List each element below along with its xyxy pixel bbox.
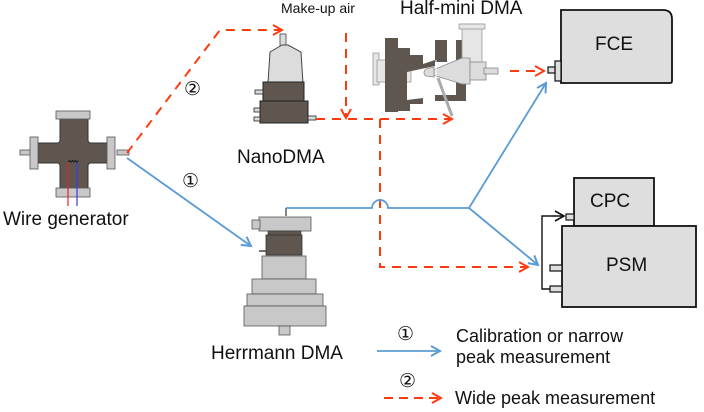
herrmann-dma-device xyxy=(243,208,327,336)
legend-text-1-line1: Calibration or narrow xyxy=(456,326,624,346)
path-1-marker: ① xyxy=(182,171,200,192)
path-2-wide-peak xyxy=(126,30,544,267)
legend-marker-1: ① xyxy=(397,324,415,345)
wire-generator-label: Wire generator xyxy=(3,209,129,230)
path-1-calibration xyxy=(126,83,546,265)
psm-to-cpc-loop xyxy=(541,210,566,290)
wire-generator-device xyxy=(19,110,130,206)
cpc-label: CPC xyxy=(590,191,631,212)
nano-dma-device xyxy=(253,33,317,124)
herrmann-dma-label: Herrmann DMA xyxy=(211,343,343,364)
psm-box xyxy=(549,225,697,308)
half-mini-dma-label: Half-mini DMA xyxy=(400,0,523,19)
legend-text-1-line2: peak measurement xyxy=(456,347,611,367)
nano-dma-label: NanoDMA xyxy=(237,147,325,168)
fce-label: FCE xyxy=(595,34,633,55)
half-mini-dma-device xyxy=(372,23,499,117)
legend-text-2: Wide peak measurement xyxy=(455,388,656,408)
makeup-air-label: Make-up air xyxy=(281,0,355,16)
path-2-marker: ② xyxy=(184,79,202,100)
psm-label: PSM xyxy=(606,255,648,276)
fce-box xyxy=(547,9,673,84)
legend-marker-2: ② xyxy=(399,371,417,392)
